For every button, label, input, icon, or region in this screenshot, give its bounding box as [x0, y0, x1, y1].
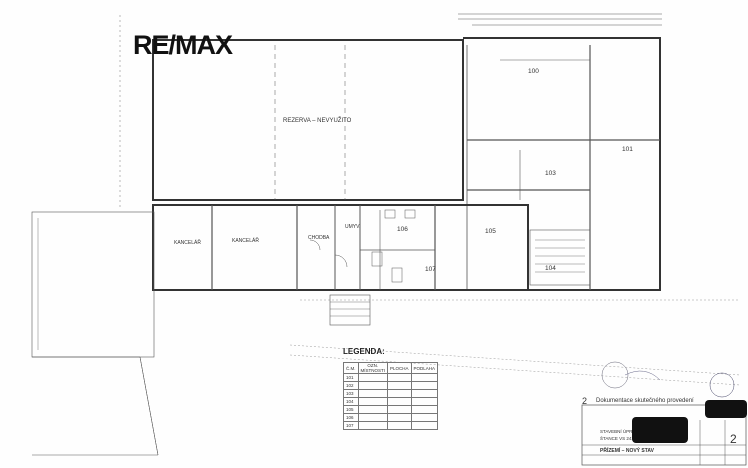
- legend-cell: [357, 421, 388, 430]
- legend-row: 101: [343, 373, 439, 382]
- legend-title: LEGENDA:: [343, 347, 385, 356]
- legend-cell: [410, 413, 439, 422]
- sheet-number: 2: [730, 432, 737, 446]
- legend-cell: [410, 397, 439, 406]
- legend-row: 107: [343, 421, 439, 430]
- title-line-1: STAVEBNÍ ÚPR: [600, 429, 633, 434]
- legend-cell: 105: [343, 405, 359, 414]
- legend-header-cell: PLOCHA: [387, 362, 412, 374]
- legend-cell: [387, 413, 412, 422]
- room-number-106: 106: [397, 226, 408, 233]
- room-number-101: 101: [622, 146, 633, 153]
- redaction-block: [632, 417, 688, 443]
- approval-note: Dokumentace skutečného provedení: [596, 398, 694, 404]
- legend-cell: 104: [343, 397, 359, 406]
- legend-cell: [410, 373, 439, 382]
- legend-header-cell: OZN. MÍSTNOSTI: [357, 362, 388, 374]
- legend-header-row: Č.M. OZN. MÍSTNOSTI PLOCHA PODLAHA: [343, 362, 439, 374]
- legend-cell: [387, 397, 412, 406]
- legend-cell: [410, 389, 439, 398]
- title-line-3: PŘÍZEMÍ – NOVÝ STAV: [600, 448, 654, 454]
- legend-table: Č.M. OZN. MÍSTNOSTI PLOCHA PODLAHA 101 1…: [343, 362, 439, 430]
- legend-cell: 102: [343, 381, 359, 390]
- legend-cell: [410, 405, 439, 414]
- legend-cell: [357, 405, 388, 414]
- legend-cell: 101: [343, 373, 359, 382]
- revision-number: 2: [582, 396, 588, 406]
- room-label-kancelar-1: KANCELÁŘ: [174, 240, 201, 246]
- legend-cell: 106: [343, 413, 359, 422]
- legend-cell: [357, 389, 388, 398]
- legend-cell: [357, 413, 388, 422]
- legend-cell: [387, 405, 412, 414]
- legend-row: 106: [343, 413, 439, 422]
- room-label-chodba: CHODBA: [308, 235, 330, 241]
- room-number-105: 105: [485, 228, 496, 235]
- room-number-107: 107: [425, 266, 436, 273]
- legend-row: 103: [343, 389, 439, 398]
- legend-row: 104: [343, 397, 439, 406]
- legend-cell: [357, 373, 388, 382]
- legend-cell: 107: [343, 421, 359, 430]
- room-number-104: 104: [545, 265, 556, 272]
- legend-cell: [387, 381, 412, 390]
- legend-cell: [387, 421, 412, 430]
- redaction-block: [705, 400, 747, 418]
- legend-cell: [357, 381, 388, 390]
- room-number-103: 103: [545, 170, 556, 177]
- room-label-rezerva: REZERVA – NEVYUŽITO: [283, 118, 352, 124]
- room-label-umyv: UMYV.: [345, 224, 361, 230]
- room-number-100: 100: [528, 68, 539, 75]
- legend-row: 105: [343, 405, 439, 414]
- legend-cell: [410, 381, 439, 390]
- legend-cell: [357, 397, 388, 406]
- legend-header-cell: PODLAHA: [410, 362, 439, 374]
- legend-row: 102: [343, 381, 439, 390]
- legend-cell: [410, 421, 439, 430]
- remax-logo: RE/MAX: [133, 30, 233, 60]
- legend-header-cell: Č.M.: [343, 362, 359, 374]
- room-label-kancelar-2: KANCELÁŘ: [232, 238, 259, 244]
- title-line-2: ŠTANCE VS 241: [600, 436, 634, 441]
- legend-cell: 103: [343, 389, 359, 398]
- legend-cell: [387, 389, 412, 398]
- legend-cell: [387, 373, 412, 382]
